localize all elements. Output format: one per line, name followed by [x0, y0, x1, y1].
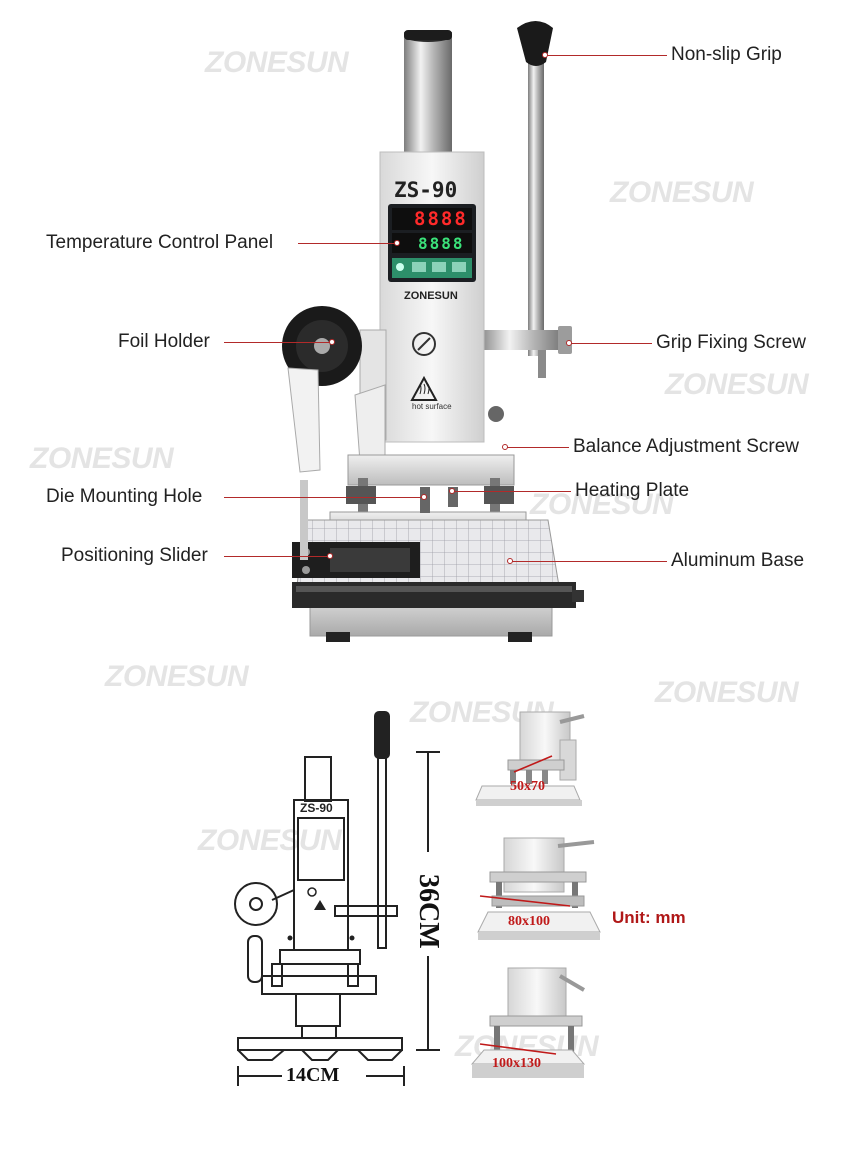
width-dimension: 14CM	[286, 1064, 340, 1086]
watermark: ZONESUN	[665, 368, 809, 401]
watermark: ZONESUN	[198, 824, 342, 857]
callout-dot	[449, 488, 455, 494]
brand-label: ZONESUN	[404, 290, 458, 302]
display-top: 8888	[414, 208, 468, 230]
machine-photo	[282, 21, 584, 642]
callout-heating-plate: Heating Plate	[575, 480, 690, 501]
diagram-model-label: ZS-90	[300, 801, 333, 815]
callout-dot	[566, 340, 572, 346]
callout-line	[224, 556, 330, 557]
callout-line	[569, 343, 652, 344]
watermark: ZONESUN	[30, 442, 174, 475]
callout-die-mounting-hole: Die Mounting Hole	[46, 486, 203, 507]
display-bottom: 8888	[418, 234, 465, 253]
callout-line	[298, 243, 397, 244]
callout-non-slip-grip: Non-slip Grip	[671, 44, 782, 65]
watermark: ZONESUN	[530, 488, 674, 521]
watermark: ZONESUN	[610, 176, 754, 209]
callout-grip-fixing-screw: Grip Fixing Screw	[656, 332, 806, 353]
plate-size-label: 100x130	[492, 1056, 541, 1071]
plate-size-label: 80x100	[508, 914, 550, 929]
watermark: ZONESUN	[410, 696, 554, 729]
callout-line	[510, 561, 667, 562]
callout-dot	[421, 494, 427, 500]
plate-size-label: 50x70	[510, 779, 545, 794]
callout-dot	[507, 558, 513, 564]
watermark: ZONESUN	[105, 660, 249, 693]
callout-dot	[327, 553, 333, 559]
callout-line	[452, 491, 571, 492]
callout-dot	[329, 339, 335, 345]
warning-text: hot surface	[412, 402, 452, 411]
callout-line	[224, 342, 332, 343]
callout-line	[545, 55, 667, 56]
callout-positioning-slider: Positioning Slider	[61, 545, 208, 566]
callout-line	[505, 447, 569, 448]
unit-note: Unit: mm	[612, 908, 686, 927]
callout-temperature-control-panel: Temperature Control Panel	[46, 232, 274, 253]
watermark: ZONESUN	[205, 46, 349, 79]
callout-aluminum-base: Aluminum Base	[671, 550, 805, 571]
callout-dot	[542, 52, 548, 58]
callout-dot	[394, 240, 400, 246]
callout-foil-holder: Foil Holder	[118, 331, 210, 352]
height-dimension: 36CM	[413, 874, 444, 949]
model-label: ZS-90	[394, 178, 458, 202]
callout-balance-adjustment-screw: Balance Adjustment Screw	[573, 436, 800, 457]
callout-line	[224, 497, 424, 498]
callout-dot	[502, 444, 508, 450]
watermark: ZONESUN	[655, 676, 799, 709]
